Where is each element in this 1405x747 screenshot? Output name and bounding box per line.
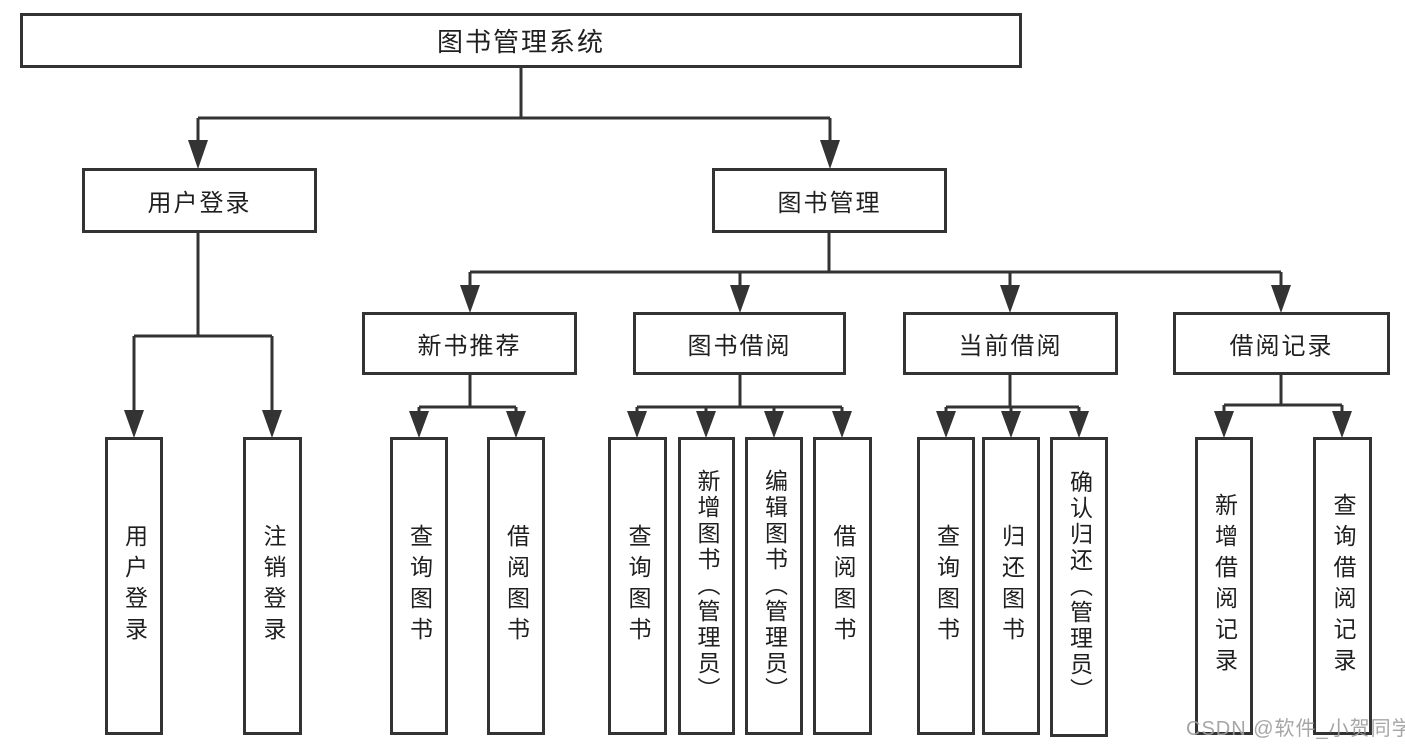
node-label: 查询借阅记录 — [1330, 493, 1356, 679]
node-user-login: 用户登录 — [82, 168, 317, 233]
arrow-down-icon — [188, 140, 208, 169]
node-label: 编辑图书（管理员） — [761, 469, 788, 703]
node-confirm-return-admin: 确认归还（管理员） — [1050, 437, 1108, 737]
arrow-down-icon — [820, 140, 840, 169]
node-logout-leaf: 注销登录 — [243, 437, 302, 735]
node-query-borrow-record: 查询借阅记录 — [1313, 437, 1372, 735]
arrow-down-icon — [409, 411, 429, 438]
csdn-watermark: CSDN @软件_小贺同学 — [1186, 718, 1405, 740]
arrow-down-icon — [506, 411, 526, 438]
connector-userlogin-to-leaves — [124, 233, 282, 438]
arrow-down-icon — [1271, 285, 1291, 313]
node-add-borrow-record: 新增借阅记录 — [1195, 437, 1253, 735]
arrow-down-icon — [460, 285, 480, 313]
arrow-down-icon — [627, 411, 647, 438]
arrow-down-icon — [262, 410, 282, 438]
arrow-down-icon — [124, 410, 144, 438]
node-label: 查询图书 — [406, 524, 433, 648]
node-edit-book-admin: 编辑图书（管理员） — [745, 437, 803, 735]
node-label: 确认归还（管理员） — [1066, 470, 1093, 704]
arrow-down-icon — [730, 285, 750, 313]
arrow-down-icon — [1001, 411, 1021, 438]
node-label: 新增图书（管理员） — [694, 469, 720, 703]
node-label: 借阅图书 — [503, 524, 530, 648]
arrow-down-icon — [764, 411, 784, 438]
node-query-books-current: 查询图书 — [917, 437, 975, 735]
node-label: 查询图书 — [625, 524, 651, 648]
connector-currentborrow-to-leaves — [936, 375, 1089, 438]
arrow-down-icon — [936, 411, 956, 438]
node-borrow-books: 借阅图书 — [813, 437, 872, 735]
node-return-book: 归还图书 — [982, 437, 1040, 735]
connector-bookborrow-to-leaves — [627, 375, 852, 438]
node-user-login-leaf: 用户登录 — [105, 437, 163, 735]
arrow-down-icon — [1214, 411, 1234, 438]
node-label: 用户登录 — [121, 524, 148, 648]
node-label: 归还图书 — [998, 524, 1025, 648]
node-label: 查询图书 — [933, 524, 960, 648]
node-label: 借阅图书 — [830, 524, 856, 648]
node-query-books-borrowing: 查询图书 — [608, 437, 667, 735]
node-label: 新增借阅记录 — [1211, 493, 1238, 679]
arrow-down-icon — [696, 411, 716, 438]
node-add-book-admin: 新增图书（管理员） — [678, 437, 735, 735]
connector-borrowrecord-to-leaves — [1214, 375, 1352, 438]
node-new-book-recommendation: 新书推荐 — [362, 312, 577, 375]
node-borrowing-records: 借阅记录 — [1173, 312, 1390, 375]
arrow-down-icon — [1000, 285, 1020, 313]
node-query-books-newrec: 查询图书 — [390, 437, 448, 735]
arrow-down-icon — [832, 411, 852, 438]
node-borrow-books-newrec: 借阅图书 — [487, 437, 545, 735]
arrow-down-icon — [1332, 411, 1352, 438]
arrow-down-icon — [1069, 411, 1089, 438]
connector-root-to-level2 — [188, 68, 840, 169]
node-library-management-system: 图书管理系统 — [20, 13, 1022, 68]
connector-bookmgmt-to-level3 — [460, 233, 1291, 313]
node-book-management: 图书管理 — [712, 168, 947, 233]
connector-newbook-to-leaves — [409, 375, 526, 438]
node-book-borrowing: 图书借阅 — [633, 312, 846, 375]
node-current-borrowing: 当前借阅 — [903, 312, 1118, 375]
node-label: 注销登录 — [260, 524, 286, 648]
